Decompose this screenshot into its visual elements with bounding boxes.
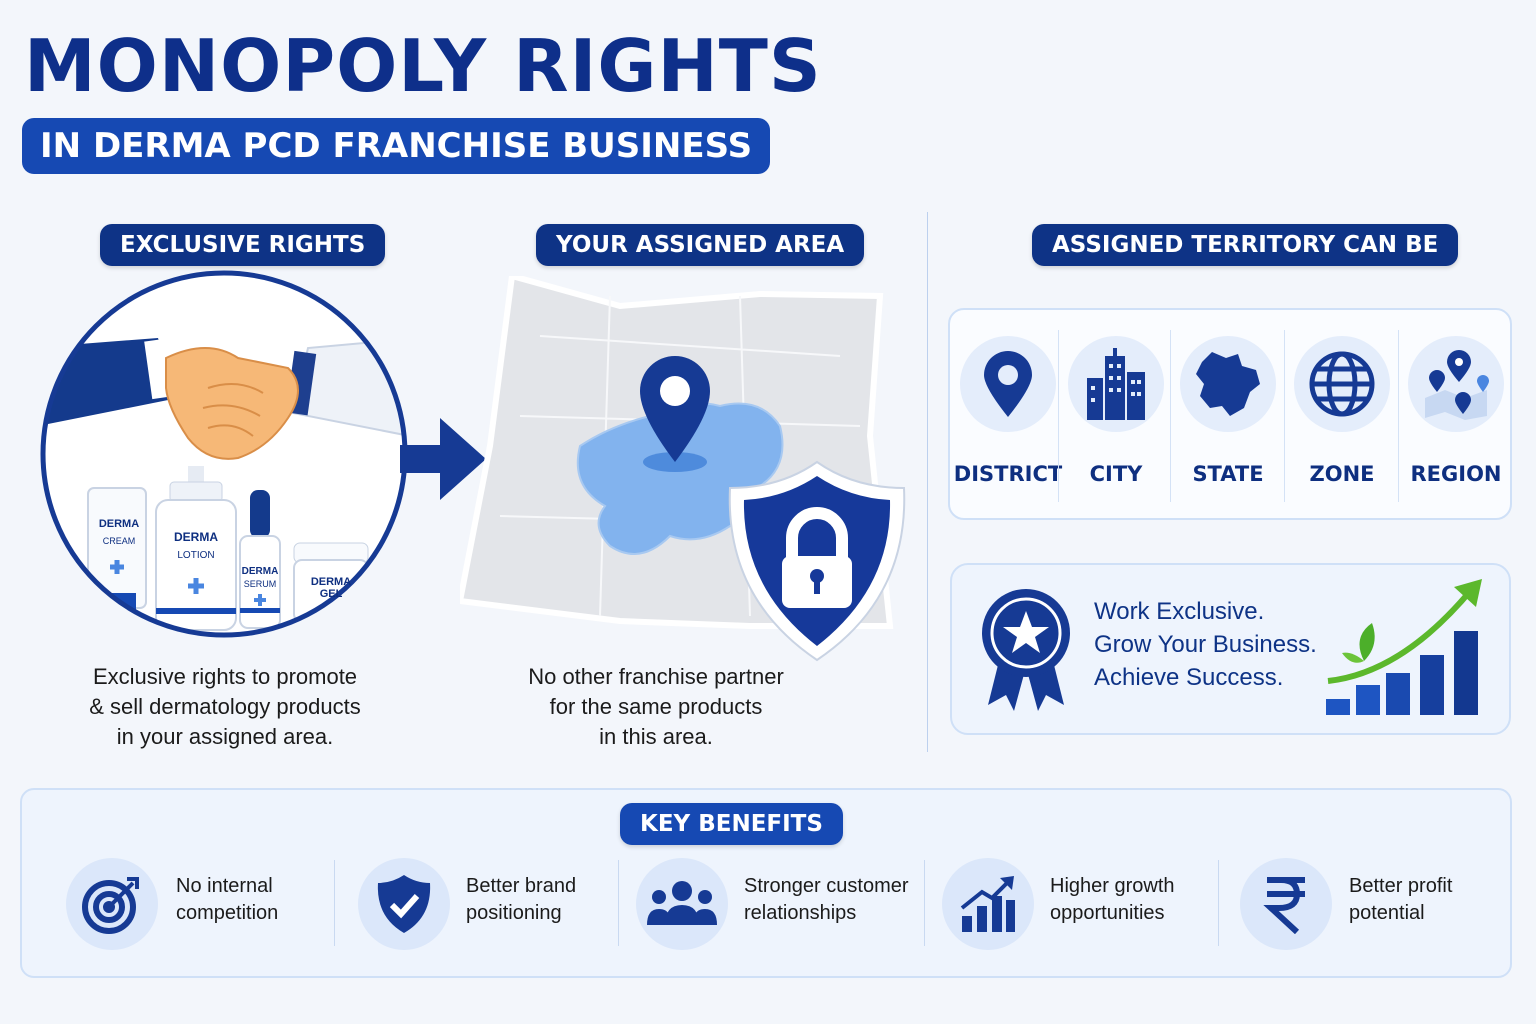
- serum-label: DERMA SERUM: [241, 566, 279, 589]
- growth-chart-icon: [942, 858, 1034, 950]
- territory-item-state: STATE: [1172, 310, 1284, 518]
- benefit-item-customer: [636, 858, 728, 950]
- cream-label: DERMA CREAM: [98, 518, 140, 546]
- exclusive-rights-caption: Exclusive rights to promote & sell derma…: [89, 664, 361, 749]
- territory-panel: DISTRICT CITY STATE ZONE: [948, 308, 1512, 520]
- section-divider: [927, 212, 928, 752]
- state-map-icon: [1196, 352, 1260, 416]
- target-icon: [66, 858, 158, 950]
- shield-check-icon: [358, 858, 450, 950]
- growth-bars-icon: [1322, 577, 1492, 724]
- people-icon: [636, 858, 728, 950]
- territory-item-city: CITY: [1060, 310, 1172, 518]
- gel-label: DERMA GEL: [310, 576, 352, 600]
- territory-item-zone: ZONE: [1286, 310, 1398, 518]
- success-line-2: Grow Your Business.: [1094, 631, 1317, 658]
- assigned-area-heading: YOUR ASSIGNED AREA: [536, 224, 865, 266]
- lock-shield-icon: [724, 458, 910, 669]
- exclusive-rights-illustration: DERMA CREAM DERMA LOTION DERMA SERUM DER…: [38, 268, 410, 640]
- success-panel: Work Exclusive. Grow Your Business. Achi…: [950, 563, 1511, 735]
- multi-pin-icon: [1425, 350, 1489, 420]
- handshake-products-icon: [40, 270, 408, 638]
- benefit-item-competition: [66, 858, 158, 950]
- city-buildings-icon: [1087, 348, 1145, 420]
- benefit-text-brand: Better brand positioning: [466, 875, 577, 924]
- territory-heading: ASSIGNED TERRITORY CAN BE: [1032, 224, 1459, 266]
- benefit-text-customer: Stronger customer relationships: [744, 875, 909, 924]
- success-line-3: Achieve Success.: [1094, 664, 1284, 691]
- rupee-icon: [1240, 858, 1332, 950]
- territory-item-region: REGION: [1400, 310, 1512, 518]
- exclusive-rights-heading: EXCLUSIVE RIGHTS: [100, 224, 386, 266]
- territory-item-district: DISTRICT: [952, 310, 1064, 518]
- arrow-right-icon: [400, 418, 486, 505]
- benefit-item-growth: [942, 858, 1034, 950]
- page-title: MONOPOLY RIGHTS: [24, 24, 822, 108]
- page-subtitle: IN DERMA PCD FRANCHISE BUSINESS: [22, 118, 771, 174]
- award-badge-icon: [978, 587, 1074, 718]
- map-pin-icon: [984, 351, 1032, 417]
- lotion-label: DERMA LOTION: [174, 530, 218, 561]
- benefit-text-profit: Better profit potential: [1349, 875, 1453, 924]
- benefit-text-growth: Higher growth opportunities: [1050, 875, 1175, 924]
- benefit-item-brand: [358, 858, 450, 950]
- benefit-item-profit: [1240, 858, 1332, 950]
- key-benefits-heading: KEY BENEFITS: [620, 803, 843, 845]
- benefit-text-competition: No internal competition: [176, 875, 279, 924]
- assigned-area-caption: No other franchise partner for the same …: [528, 664, 784, 749]
- success-line-1: Work Exclusive.: [1094, 598, 1265, 625]
- globe-icon: [1309, 351, 1375, 417]
